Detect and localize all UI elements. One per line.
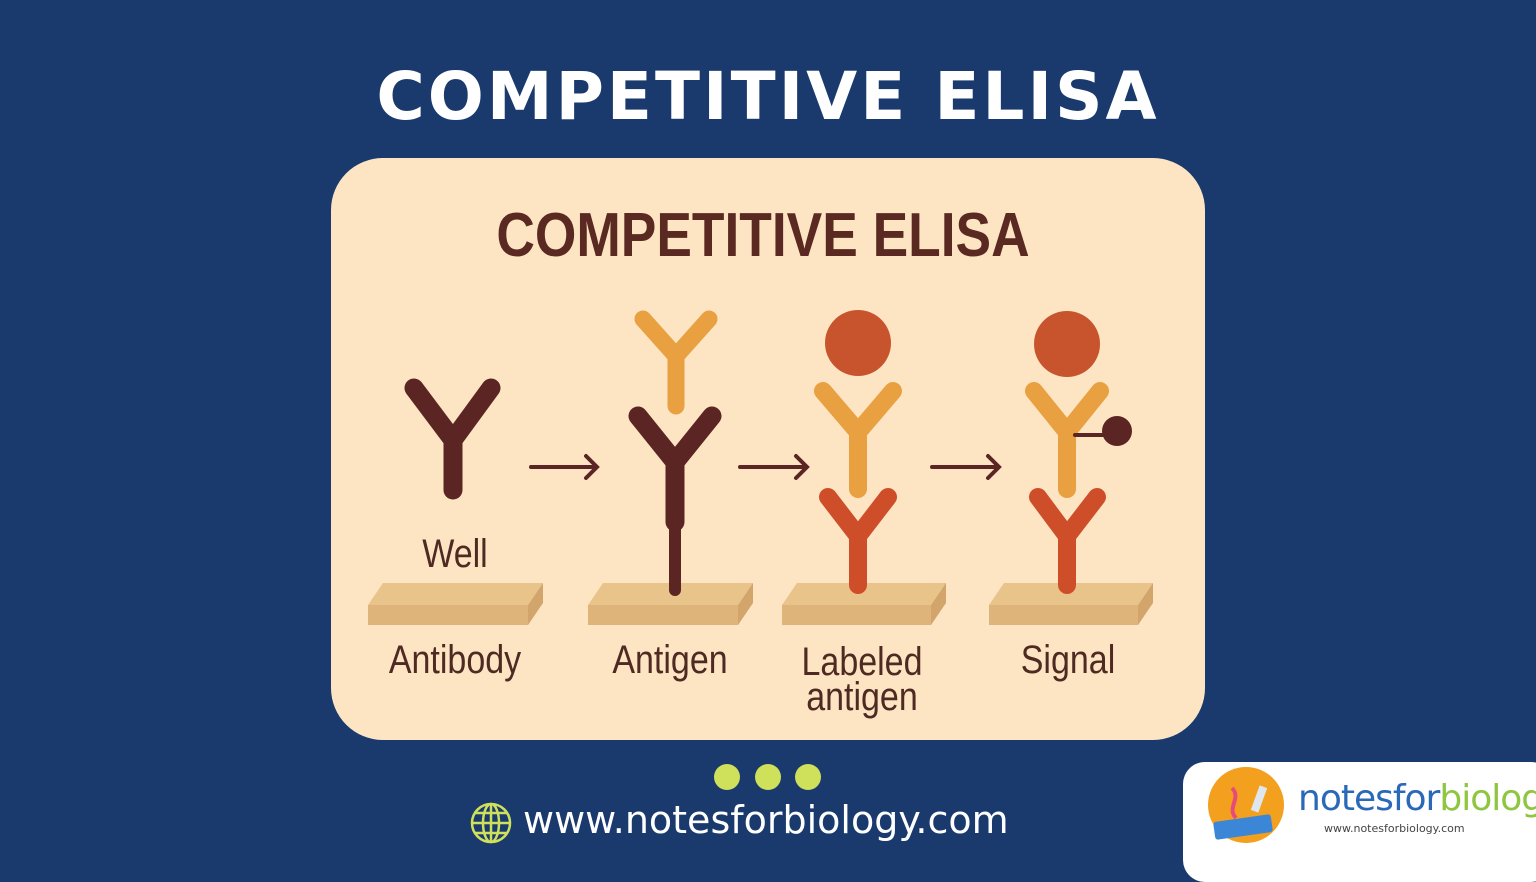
step-label-antigen-2: antigen <box>806 673 918 718</box>
secondary-antibody-3 <box>819 488 897 594</box>
card-title: COMPETITIVE ELISA <box>496 201 1029 270</box>
antigen-3 <box>814 382 902 498</box>
arrow-1 <box>529 454 600 480</box>
well-label: Well <box>422 530 487 575</box>
primary-antibody-1 <box>404 378 501 500</box>
logo-text: notesforbiology <box>1298 778 1536 819</box>
well-platform-3 <box>782 583 946 625</box>
step-label-antigen: Antigen <box>612 636 727 681</box>
enzyme-icon <box>1102 416 1132 446</box>
logo-name-part2: biology <box>1439 778 1536 819</box>
dot-2 <box>755 764 781 790</box>
dot-3 <box>795 764 821 790</box>
logo-name-part1: notesfor <box>1298 778 1440 819</box>
primary-antibody-2 <box>628 406 722 532</box>
secondary-antibody-4 <box>1029 488 1106 594</box>
step-label-signal: Signal <box>1021 636 1115 681</box>
label-circle-4 <box>1034 311 1100 377</box>
elisa-diagram: COMPETITIVE ELISA <box>368 201 1153 844</box>
globe-icon <box>470 802 512 844</box>
well-platform-4 <box>989 583 1153 625</box>
logo-url: www.notesforbiology.com <box>1324 822 1465 835</box>
main-title: COMPETITIVE ELISA <box>376 58 1160 135</box>
label-circle-3 <box>825 310 891 376</box>
dot-1 <box>714 764 740 790</box>
arrow-3 <box>930 454 1002 480</box>
antigen-antibody-2 <box>634 310 718 415</box>
step-label-antibody: Antibody <box>389 636 522 681</box>
step-label-labeled: Labeled <box>802 638 923 683</box>
website-url[interactable]: www.notesforbiology.com <box>523 798 1009 842</box>
arrow-2 <box>738 454 810 480</box>
well-platform-2 <box>588 583 753 625</box>
antigen-4 <box>1025 382 1109 498</box>
well-platform-1 <box>368 583 543 625</box>
